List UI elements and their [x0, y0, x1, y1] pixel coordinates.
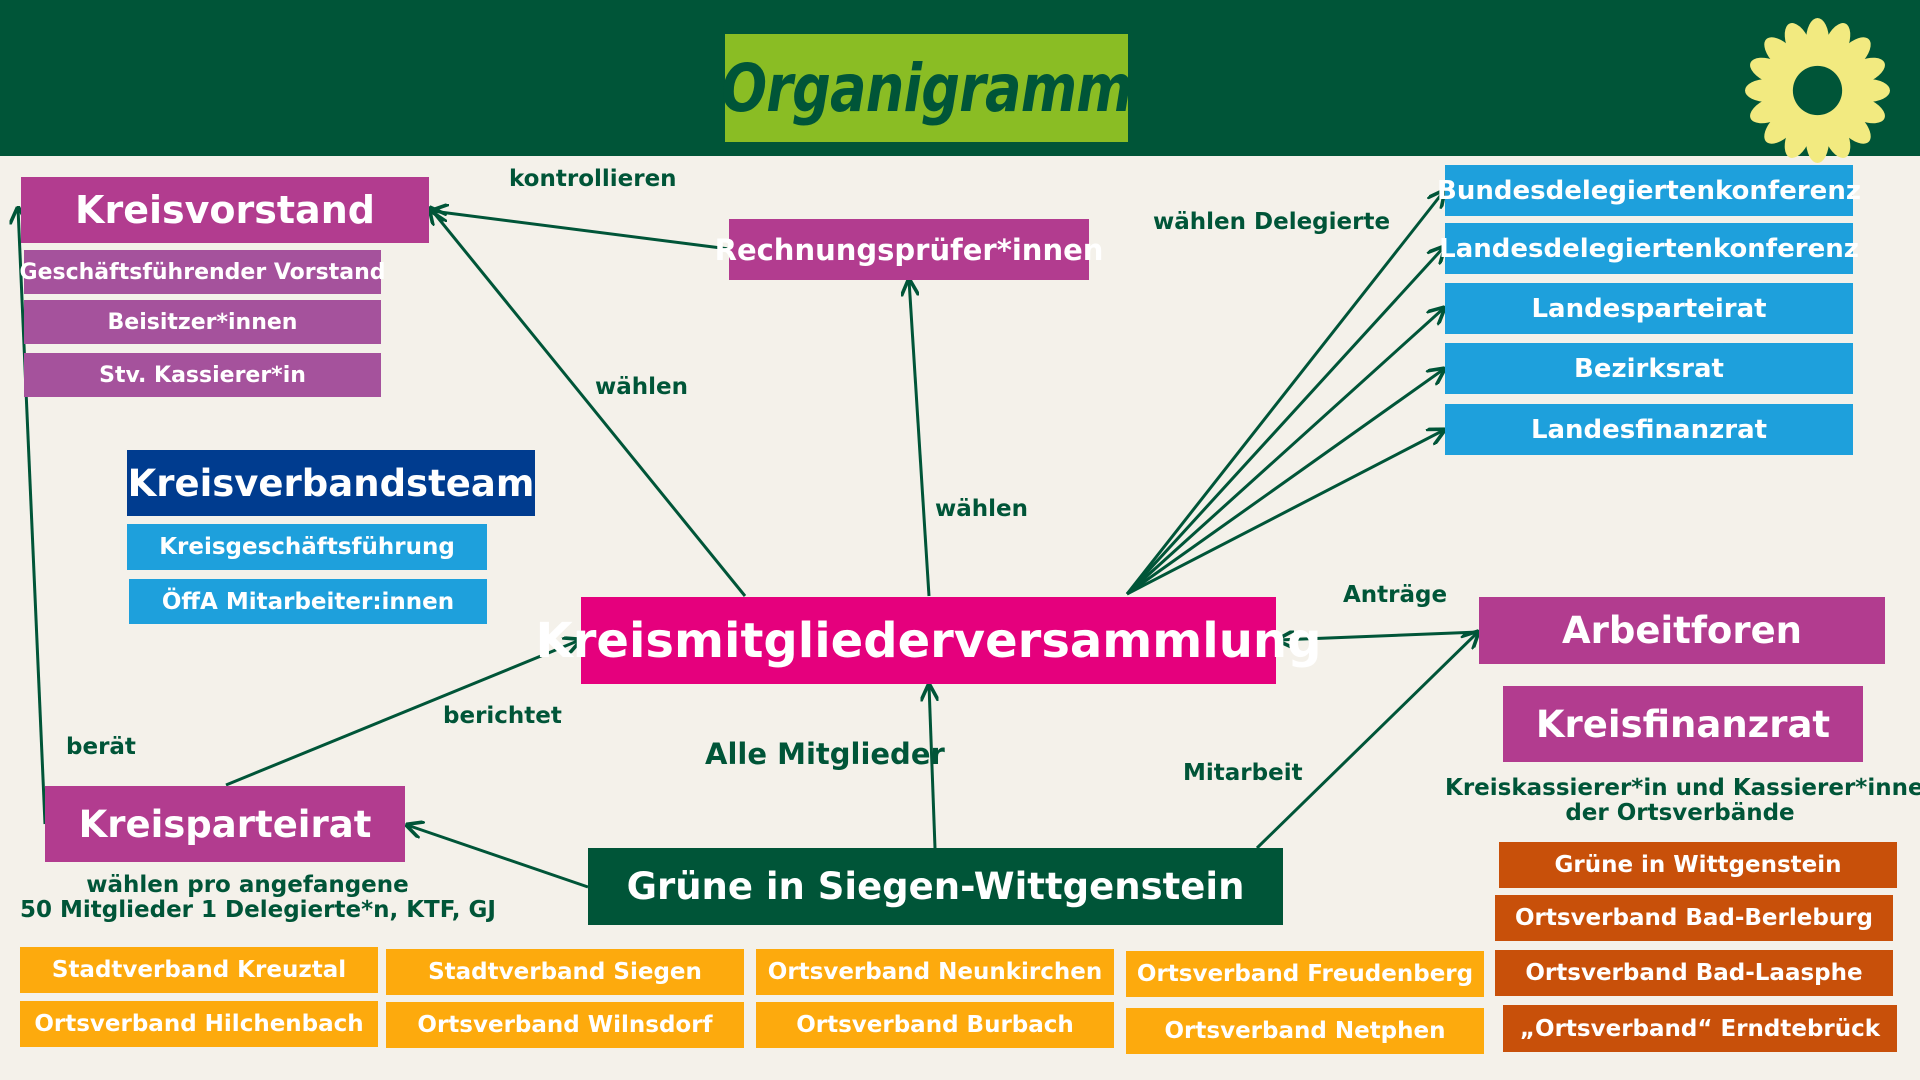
kreisfinanzrat-description: Kreiskassierer*in und Kassierer*innen de…: [1445, 775, 1920, 827]
arrow-kreisparteirat-to-kreisvorstand: [18, 208, 47, 825]
kreisvorstand-item: Geschäftsführender Vorstand: [20, 250, 385, 294]
label-alle-mitglieder: Alle Mitglieder: [705, 737, 945, 771]
label-mitarbeit: Mitarbeit: [1183, 760, 1303, 786]
kreisfinanzrat-description-line: Kreiskassierer*in und Kassierer*innen: [1445, 775, 1920, 801]
kreisparteirat-box: Kreisparteirat: [45, 786, 405, 862]
arrow-gruene-to-kmv: [929, 685, 935, 849]
kreisparteirat-description-line: wählen pro angefangene: [86, 872, 409, 898]
label-waehlen-kreisvorstand: wählen: [595, 374, 688, 400]
wittgenstein-association-box: Ortsverband Bad-Berleburg: [1495, 895, 1893, 941]
delegation-box: Bundesdelegiertenkonferenz: [1437, 165, 1861, 216]
label-berichtet: berichtet: [443, 703, 562, 729]
kreisparteirat-description-line: 50 Mitglieder 1 Delegierte*n, KTF, GJ: [20, 897, 496, 924]
title-banner: Organigramm: [721, 34, 1133, 142]
delegation-box: Bezirksrat: [1445, 343, 1853, 394]
delegation-box: Landesparteirat: [1445, 283, 1853, 334]
wittgenstein-association-box: Grüne in Wittgenstein: [1499, 842, 1897, 888]
kreisvorstand-box: Kreisvorstand: [21, 177, 429, 243]
sunflower-icon: [1745, 18, 1890, 163]
arrow-kmv-to-rp: [909, 280, 931, 597]
kreisvorstand-item: Stv. Kassierer*in: [24, 353, 381, 397]
arrow-kmv-to-bdk: [1125, 191, 1444, 595]
wittgenstein-association-box: Ortsverband Bad-Laasphe: [1495, 950, 1893, 996]
arrow-kmv-to-lpr: [1125, 308, 1444, 596]
arrow-arbeitforen-to-kmv: [1278, 632, 1480, 640]
kreisverbandsteam-box: Kreisverbandsteam: [127, 450, 535, 516]
arrow-kreisparteirat-to-kmv: [225, 640, 580, 787]
arrow-kmv-to-bezirksrat: [1126, 369, 1444, 596]
label-waehlen-rechnungspruefer: wählen: [935, 496, 1028, 522]
arrow-kmv-to-lfr: [1126, 430, 1444, 596]
kreisfinanzrat-description-line: der Ortsverbände: [1565, 800, 1795, 827]
label-antraege: Anträge: [1343, 582, 1448, 608]
delegation-box: Landesfinanzrat: [1445, 404, 1853, 455]
kreisverbandsteam-item: Kreisgeschäftsführung: [127, 524, 487, 570]
local-association-box: Ortsverband Netphen: [1126, 1008, 1484, 1054]
kmv-box: Kreismitgliederversammlung: [536, 597, 1321, 684]
arbeitforen-box: Arbeitforen: [1479, 597, 1885, 664]
kreisparteirat-description: wählen pro angefangene 50 Mitglieder 1 D…: [20, 872, 496, 924]
arrow-rp-to-kreisvorstand: [432, 211, 730, 251]
wittgenstein-association-box: „Ortsverband“ Erndtebrück: [1503, 1005, 1897, 1052]
label-beraet: berät: [66, 734, 136, 760]
local-association-box: Ortsverband Neunkirchen: [756, 949, 1114, 995]
arrow-kmv-to-kreisvorstand: [430, 208, 747, 597]
label-kontrollieren: kontrollieren: [509, 166, 677, 192]
delegation-box: Landesdelegiertenkonferenz: [1439, 223, 1859, 274]
local-association-box: Ortsverband Burbach: [756, 1002, 1114, 1048]
kreisfinanzrat-box: Kreisfinanzrat: [1503, 686, 1863, 762]
local-association-box: Stadtverband Kreuztal: [20, 947, 378, 993]
rechnungspruefer-box: Rechnungsprüfer*innen: [715, 219, 1103, 280]
local-association-box: Ortsverband Wilnsdorf: [386, 1002, 744, 1048]
local-association-box: Ortsverband Hilchenbach: [20, 1001, 378, 1047]
local-association-box: Ortsverband Freudenberg: [1126, 951, 1484, 997]
page-title: Organigramm: [721, 49, 1133, 127]
arrow-gruene-to-kreisparteirat: [407, 825, 589, 889]
gruene-siegen-wittgenstein-box: Grüne in Siegen-Wittgenstein: [588, 848, 1283, 925]
local-association-box: Stadtverband Siegen: [386, 949, 744, 995]
arrow-gruene-to-arbeitforen: [1255, 632, 1478, 850]
arrow-kmv-to-ldk: [1125, 247, 1444, 596]
kreisvorstand-item: Beisitzer*innen: [24, 300, 381, 344]
kreisverbandsteam-item: ÖffA Mitarbeiter:innen: [129, 579, 487, 624]
label-waehlen-delegierte: wählen Delegierte: [1153, 209, 1391, 235]
